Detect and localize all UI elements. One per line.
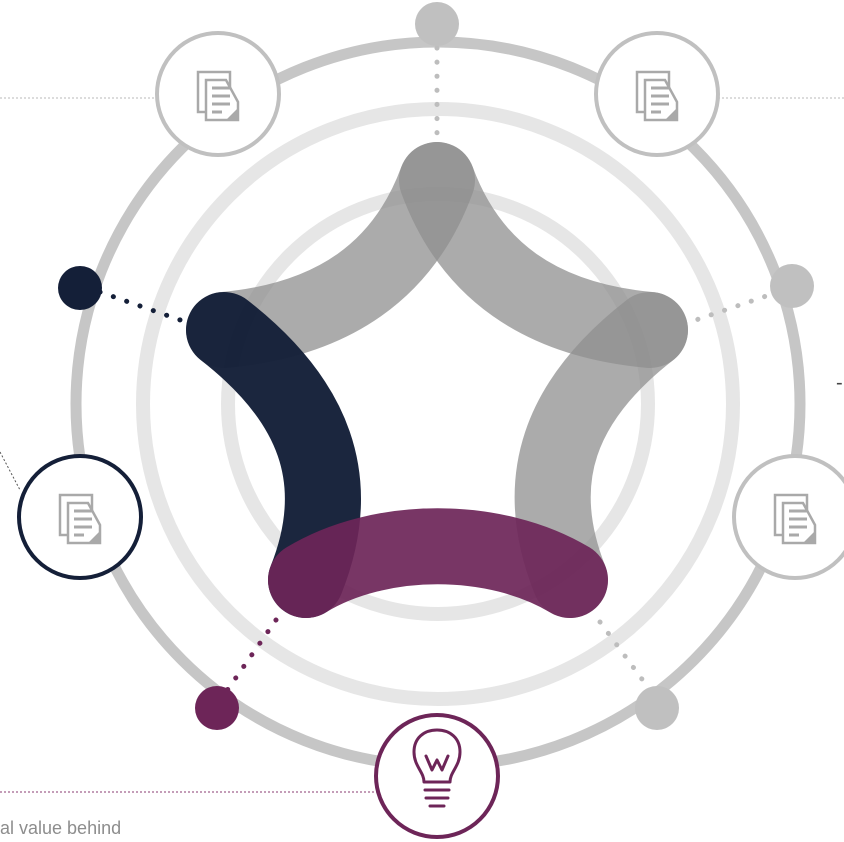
document-icon-top-right [594,31,720,157]
middle-ring [136,102,740,706]
connector-bottom-right [597,619,653,693]
connector-bottom-left [223,617,279,695]
document-icon-left [17,454,143,580]
caption-text: al value behind [0,818,122,838]
node-top [415,2,459,46]
node-left [58,266,102,310]
guide-lines [0,97,844,793]
guide-line-left [0,451,21,491]
star-shape [186,142,688,618]
node-right [770,264,814,308]
document-icon-right [732,454,844,580]
document-icon-top-left [155,31,281,157]
connector-right [687,289,781,325]
connectors [97,45,781,695]
lightbulb-icon-bottom [374,713,500,839]
connector-left [97,289,189,325]
node-bottom-right [635,686,679,730]
node-bottom-left [195,686,239,730]
edge-dash-text: - [836,372,843,394]
star-band-bottom [268,508,608,618]
